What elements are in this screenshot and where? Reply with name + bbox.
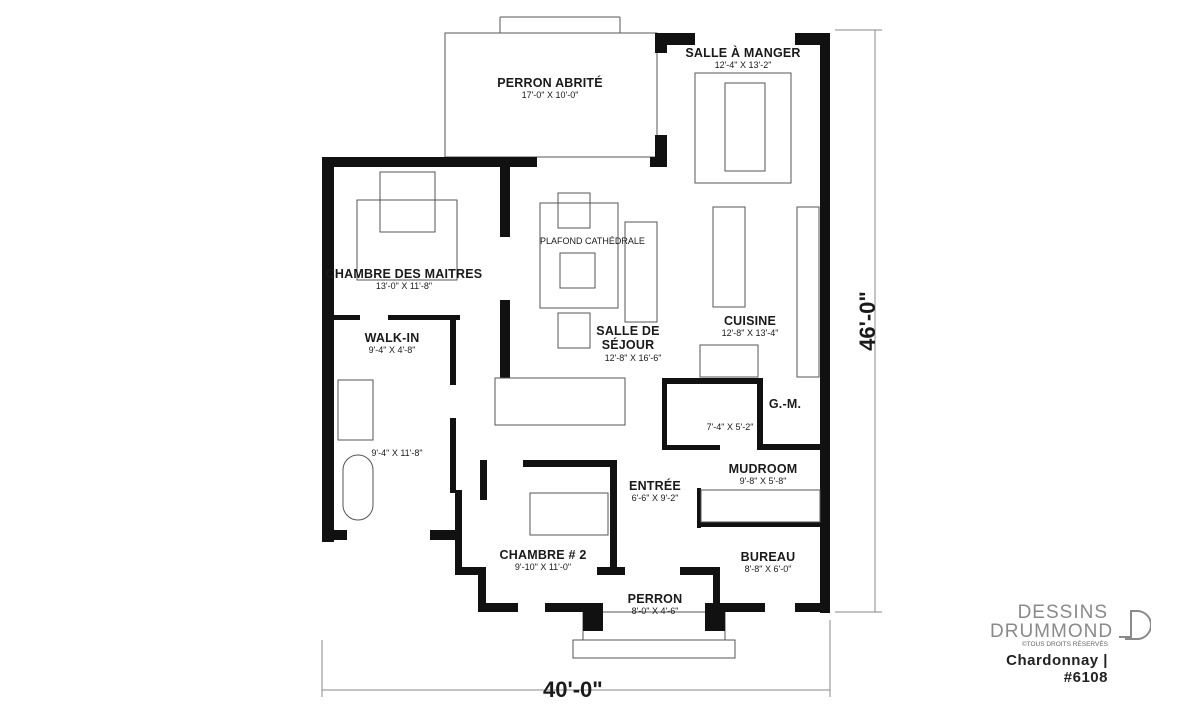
room-dims: 9'-4" X 11'-8"	[371, 448, 423, 458]
room-name: SALLE À MANGER	[685, 46, 801, 60]
room-dims: 8'-8" X 6'-0"	[744, 564, 792, 575]
room-dims: 8'-0" X 4'-6"	[631, 606, 679, 617]
walls	[322, 33, 830, 631]
room-name: PERRON ABRITÉ	[497, 76, 603, 90]
room-dims: 9'-8" X 5'-8"	[739, 476, 787, 487]
logo-d-icon	[1119, 610, 1151, 640]
room-dims: 6'-6" X 9'-2"	[631, 493, 679, 504]
room-gm: G.-M.	[769, 397, 801, 411]
room-name: G.-M.	[768, 397, 802, 411]
room-name: CHAMBRE # 2	[499, 548, 587, 562]
room-name: MUDROOM	[728, 462, 798, 476]
logo-rights: ©TOUS DROITS RÉSERVÉS	[1021, 641, 1108, 648]
porch-outlines	[444, 16, 736, 659]
room-salle-de-bain: 9'-4" X 11'-8"	[371, 448, 422, 458]
room-name: CUISINE	[723, 314, 777, 328]
logo-line1: DESSINS	[1017, 602, 1108, 623]
room-dims: 7'-4" X 5'-2"	[706, 422, 754, 432]
depth-dimension: 46'-0"	[854, 291, 880, 351]
furniture	[337, 72, 821, 536]
room-dims: 12'-8" X 13'-4"	[721, 328, 779, 339]
room-name: SALLE DE SÉJOUR	[596, 324, 660, 353]
room-dims: 12'-8" X 16'-6"	[604, 352, 662, 363]
dessins-drummond-logo: DESSINS DRUMMOND ©TOUS DROITS RÉSERVÉS C…	[990, 603, 1165, 686]
room-dims: 13'-0" X 11'-8"	[375, 281, 433, 292]
room-dims: 17'-0" X 10'-0"	[521, 90, 579, 101]
room-name: PERRON	[627, 592, 683, 606]
room-name: ENTRÉE	[629, 479, 681, 493]
room-name: BUREAU	[740, 550, 796, 564]
room-name: WALK-IN	[364, 331, 420, 345]
room-dims: 12'-4" X 13'-2"	[714, 60, 772, 71]
dimension-lines	[321, 29, 882, 697]
room-name: CHAMBRE DES MAITRES	[325, 267, 483, 281]
room-laundry: 7'-4" X 5'-2"	[707, 422, 754, 432]
room-dims: 9'-4" X 4'-8"	[368, 345, 416, 356]
width-dimension: 40'-0"	[543, 677, 603, 702]
ceiling-note: PLAFOND CATHÉDRALE	[540, 236, 645, 246]
room-dims: 9'-10" X 11'-0"	[514, 562, 572, 573]
logo-line2: DRUMMOND	[990, 621, 1114, 642]
plan-caption: Chardonnay | #6108	[1006, 652, 1108, 686]
